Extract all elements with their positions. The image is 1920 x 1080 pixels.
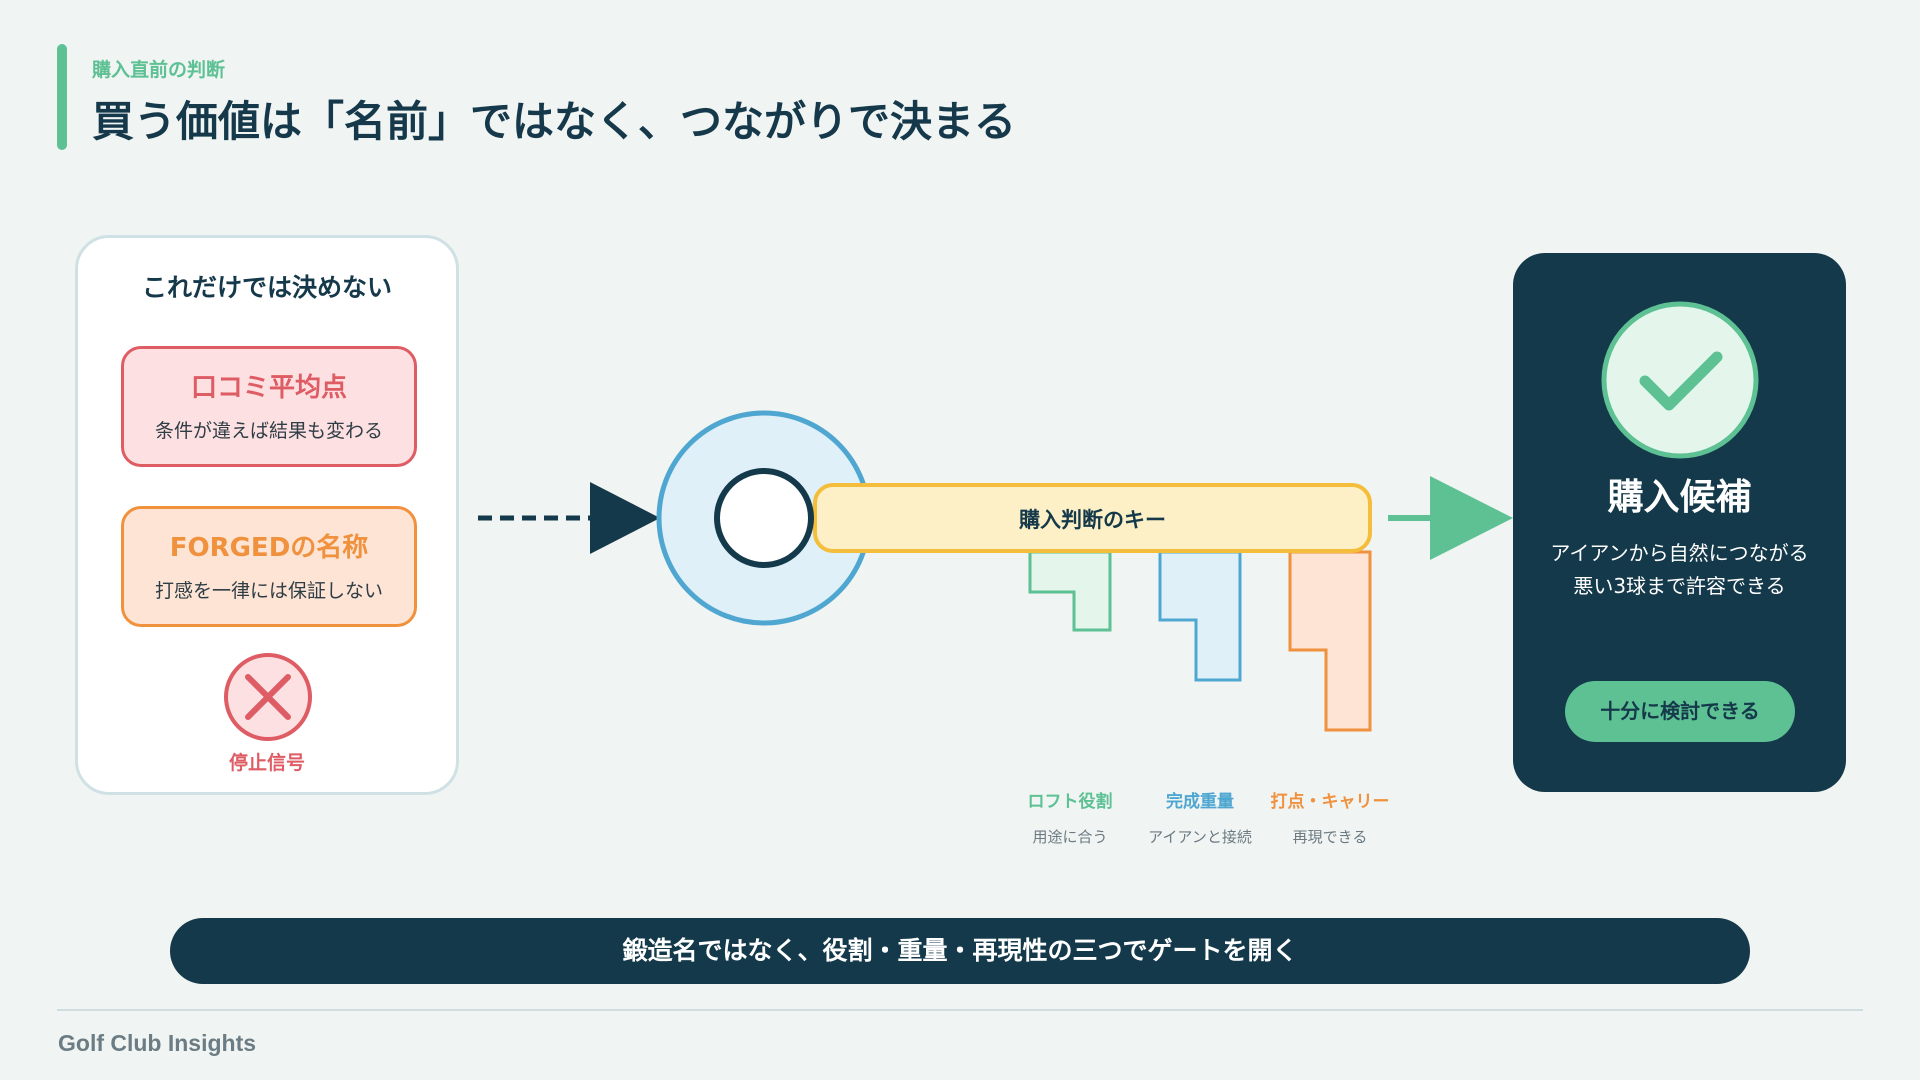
purchase-candidate-card: 購入候補 アイアンから自然につながる 悪い3球まで許容できる 十分に検討できる xyxy=(1513,253,1846,792)
desc-line-2: 悪い3球まで許容できる xyxy=(1573,574,1786,598)
title-accent-bar xyxy=(57,44,67,150)
checkmark-icon xyxy=(1601,301,1759,459)
footer-divider xyxy=(57,1009,1863,1011)
tooth-desc-carry: 再現できる xyxy=(1292,828,1368,846)
tooth-title-carry: 打点・キャリー xyxy=(1270,792,1390,812)
review-score-title: 口コミ平均点 xyxy=(190,373,347,403)
tooth-label-carry: 打点・キャリー 再現できる xyxy=(1245,787,1415,847)
tooth-title-weight: 完成重量 xyxy=(1166,792,1234,812)
forged-name-desc: 打感を一律には保証しない xyxy=(154,580,383,602)
stop-x-icon xyxy=(224,653,312,741)
key-bow-hole xyxy=(714,468,814,568)
page-title: 買う価値は「名前」ではなく、つながりで決まる xyxy=(92,97,1017,146)
key-shaft-label: 購入判断のキー xyxy=(1019,508,1166,532)
consider-button[interactable]: 十分に検討できる xyxy=(1565,681,1795,742)
review-score-desc: 条件が違えば結果も変わる xyxy=(154,420,383,442)
stop-signal-label: 停止信号 xyxy=(228,752,305,774)
review-score-box: 口コミ平均点 条件が違えば結果も変わる xyxy=(121,346,417,467)
conclusion-banner: 鍛造名ではなく、役割・重量・再現性の三つでゲートを開く xyxy=(170,918,1750,984)
tooth-title-loft: ロフト役割 xyxy=(1027,792,1113,812)
forged-name-box: FORGEDの名称 打感を一律には保証しない xyxy=(121,506,417,627)
exclusion-card: これだけでは決めない 口コミ平均点 条件が違えば結果も変わる FORGEDの名称… xyxy=(75,235,459,795)
tooth-desc-loft: 用途に合う xyxy=(1032,828,1108,846)
tooth-desc-weight: アイアンと接続 xyxy=(1148,828,1252,846)
dashed-arrow-head xyxy=(590,482,660,554)
key-tooth-weight xyxy=(1158,550,1242,682)
desc-line-1: アイアンから自然につながる xyxy=(1550,541,1809,565)
purchase-candidate-title: 購入候補 xyxy=(1607,477,1752,518)
tooth-label-weight: 完成重量 アイアンと接続 xyxy=(1115,787,1285,847)
result-arrow-head xyxy=(1430,476,1513,560)
purchase-candidate-desc: アイアンから自然につながる 悪い3球まで許容できる xyxy=(1513,537,1846,603)
key-tooth-carry xyxy=(1288,550,1372,732)
exclusion-card-title: これだけでは決めない xyxy=(141,273,392,302)
key-shaft xyxy=(813,483,1372,553)
key-tooth-loft xyxy=(1028,550,1112,632)
eyebrow-label: 購入直前の判断 xyxy=(92,59,226,81)
tooth-label-loft: ロフト役割 用途に合う xyxy=(985,787,1155,847)
forged-name-title: FORGEDの名称 xyxy=(169,533,369,563)
footer-brand: Golf Club Insights xyxy=(58,1030,257,1056)
